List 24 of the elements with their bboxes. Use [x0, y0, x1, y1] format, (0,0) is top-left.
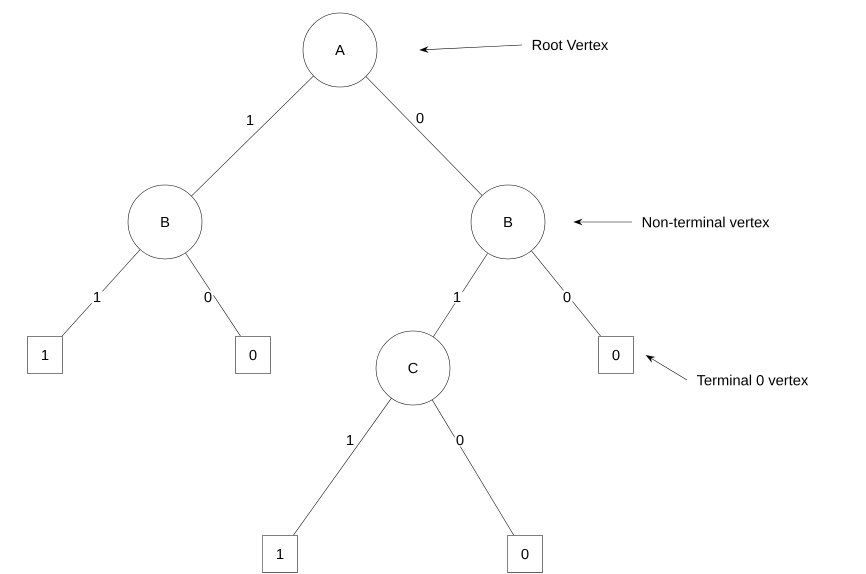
edge-label: 0 [454, 433, 466, 447]
tree-edge [366, 76, 482, 196]
tree-edge [432, 400, 514, 536]
terminal-box: 1 [27, 336, 63, 374]
tree-edge [191, 76, 314, 196]
tree-edge [62, 249, 140, 336]
edge-label: 0 [414, 111, 426, 125]
tree-edge [433, 252, 488, 338]
terminal-box: 0 [598, 336, 634, 374]
terminal-box: 1 [262, 535, 298, 573]
annotation-text: Root Vertex [532, 40, 608, 50]
terminal-box: 0 [235, 336, 271, 374]
edge-label: 0 [562, 290, 572, 304]
edge-label: 0 [202, 290, 214, 304]
tree-edge [531, 250, 601, 336]
tree-edge [293, 398, 392, 536]
edge-label: 1 [452, 290, 462, 304]
tree-edge [185, 252, 241, 336]
edge-label: 1 [344, 434, 356, 446]
edge-label: 1 [244, 114, 256, 126]
terminal-box: 0 [507, 535, 543, 573]
annotation-text: Non-terminal vertex [642, 216, 770, 228]
annotation-text: Terminal 0 vertex [696, 374, 808, 386]
edge-label: 1 [92, 290, 102, 304]
